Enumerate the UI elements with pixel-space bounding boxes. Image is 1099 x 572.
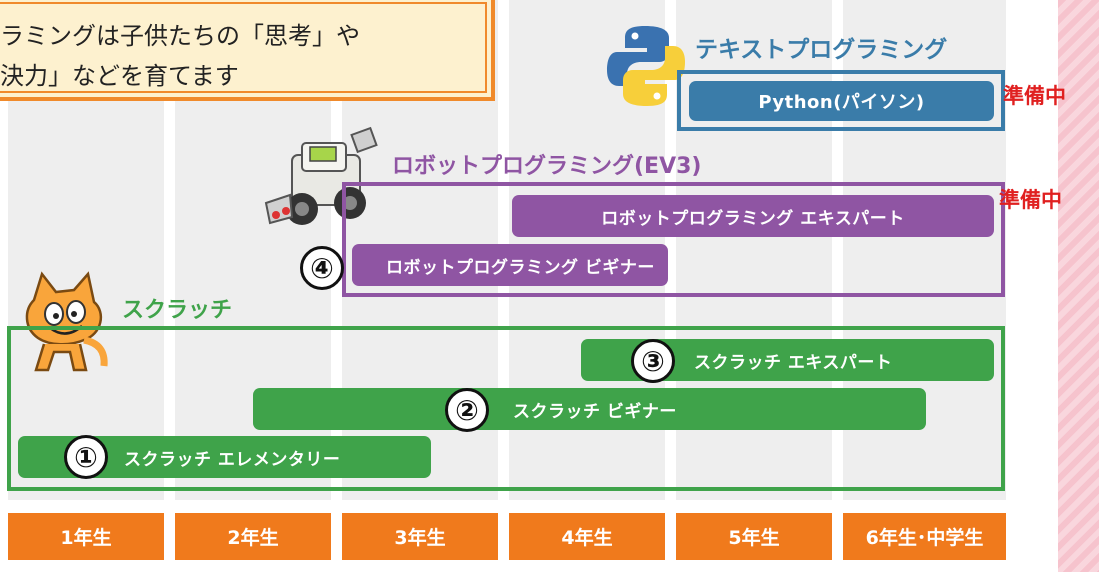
robot-programming-heading: ロボットプログラミング(EV3) [392,154,702,179]
intro-note-line-1: ラミングは子供たちの「思考」や [0,22,360,50]
grade-label-5: 5年生 [676,513,832,560]
robot-expert-label: ロボットプログラミング エキスパート [601,208,905,229]
robot-expert-bar[interactable]: ロボットプログラミング エキスパート [512,195,994,237]
grade-label-4: 4年生 [509,513,665,560]
grade-label-1: 1年生 [8,513,164,560]
grade-label-3: 3年生 [342,513,498,560]
python-course-label: Python(パイソン) [758,92,925,113]
scratch-elementary-number: ① [64,435,108,479]
scratch-expert-number: ③ [631,339,675,383]
intro-note-line-2: 決力」などを育てます [0,62,239,90]
scratch-frame [7,326,1005,491]
scratch-beginner-number: ② [445,388,489,432]
scratch-expert-label: スクラッチ エキスパート [694,352,893,373]
grade-label-2: 2年生 [175,513,331,560]
robot-beginner-bar[interactable]: ロボットプログラミング ビギナー [352,244,668,286]
text-programming-heading: テキストプログラミング [695,37,948,63]
robot-frame [342,182,1005,297]
python-logo-icon [607,26,685,106]
python-frame [677,70,1005,131]
grade-label-6: 6年生･中学生 [843,513,1006,560]
scratch-beginner-label: スクラッチ ビギナー [513,401,677,422]
python-status-label: 準備中 [1003,84,1066,108]
robot-status-label: 準備中 [999,188,1062,212]
scratch-heading: スクラッチ [122,298,233,323]
scratch-beginner-bar[interactable]: スクラッチ ビギナー [253,388,926,430]
python-course-bar[interactable]: Python(パイソン) [689,81,994,121]
scratch-elementary-label: スクラッチ エレメンタリー [124,449,341,470]
intro-note: ラミングは子供たちの「思考」や 決力」などを育てます [0,0,495,101]
robot-beginner-label: ロボットプログラミング ビギナー [386,257,655,278]
side-stripe [1058,0,1099,572]
robot-beginner-number: ④ [300,246,344,290]
